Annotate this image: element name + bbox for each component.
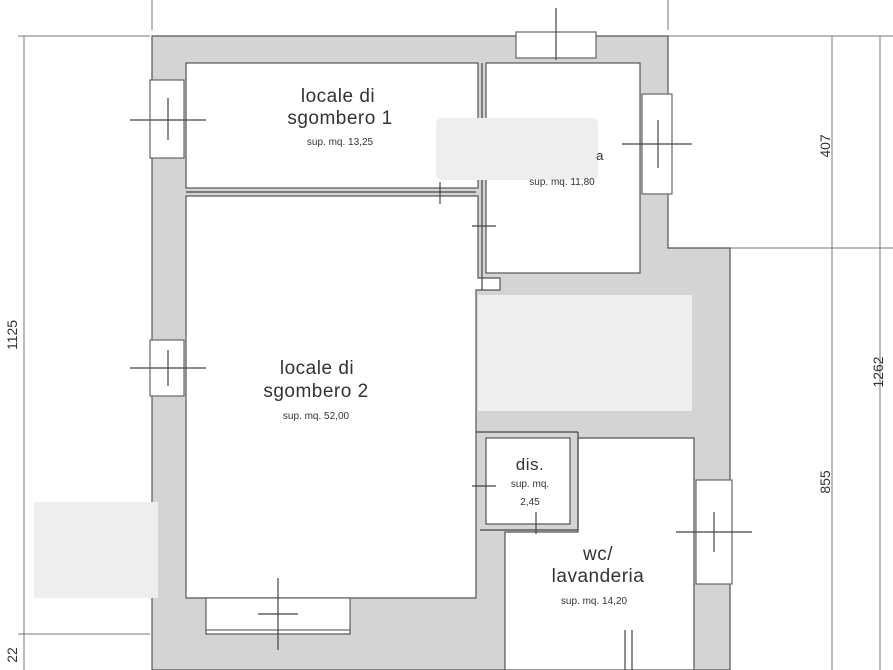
partitions <box>186 63 633 670</box>
room-area: sup. mq. 14,20 <box>561 596 628 607</box>
room-area: sup. mq. 11,80 <box>529 177 595 188</box>
dimension-label: 1125 <box>4 320 20 350</box>
window-markers <box>130 8 752 650</box>
room-area: 2,45 <box>520 497 540 508</box>
room-label: locale di <box>301 86 375 107</box>
room-label: wc/ <box>582 544 613 565</box>
room-label: a <box>596 148 604 163</box>
room-sgombero-1 <box>185 62 479 189</box>
dimension-label: 1262 <box>870 356 886 387</box>
watermark-blur <box>478 295 692 411</box>
dimension-lines <box>18 0 893 670</box>
room-area: sup. mq. 52,00 <box>283 411 350 422</box>
room-label: dis. <box>516 455 544 474</box>
room-area: sup. mq. <box>511 479 549 490</box>
room-label: sgombero 2 <box>263 381 368 402</box>
watermark-blur <box>34 502 158 598</box>
room-wc-lavanderia <box>504 437 695 670</box>
room-label: locale di <box>280 358 354 379</box>
room-area: sup. mq. 13,25 <box>307 137 374 148</box>
room-dis <box>485 437 571 525</box>
dimension-label: 855 <box>817 470 833 494</box>
dimension-label: 22 <box>4 647 20 663</box>
watermark-blur <box>436 118 598 180</box>
room-label: lavanderia <box>552 566 645 587</box>
room-label: sgombero 1 <box>287 108 392 129</box>
dimension-label: 407 <box>817 134 833 158</box>
